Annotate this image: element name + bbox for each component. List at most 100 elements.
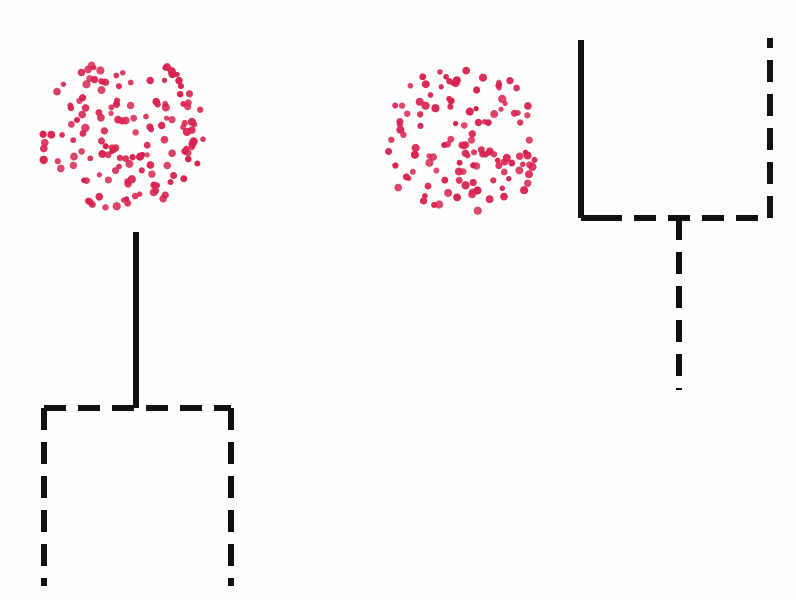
right-cluster-dot [486, 147, 494, 155]
right-cluster-dot [417, 123, 423, 129]
right-cluster-dot [425, 183, 432, 190]
right-cluster-dot [501, 169, 508, 176]
left-cluster-dot [55, 158, 61, 164]
left-cluster-dot [61, 82, 66, 87]
left-cluster-dot [163, 162, 171, 170]
left-cluster-dot [98, 86, 106, 94]
left-cluster-dot [168, 116, 175, 123]
right-cluster-dot [392, 162, 398, 168]
left-figure [39, 62, 231, 586]
left-cluster-dot [145, 152, 150, 157]
right-cluster-dot [460, 142, 468, 150]
right-cluster-dot [396, 126, 404, 134]
right-cluster-dot [461, 181, 469, 189]
left-cluster-dot [102, 204, 108, 210]
left-cluster-dot [113, 101, 120, 108]
left-cluster-dot [177, 91, 184, 98]
right-cluster-dot [448, 97, 455, 104]
right-cluster-dot [524, 102, 532, 110]
right-cluster-dot [470, 179, 477, 186]
left-cluster-dot [53, 88, 61, 96]
right-cluster-dot [396, 118, 403, 125]
right-cluster-dot [417, 111, 423, 117]
left-cluster-dot [87, 155, 93, 161]
right-cluster-dot [461, 122, 468, 129]
left-cluster-dot [113, 202, 121, 210]
left-cluster-dot [127, 102, 134, 109]
left-cluster-dot [175, 77, 183, 85]
right-figure [385, 38, 770, 390]
left-cluster-dot [39, 131, 46, 138]
left-cluster-dot [158, 122, 165, 129]
left-cluster-dot [144, 142, 151, 149]
right-cluster-dot [422, 193, 428, 199]
left-cluster-dot [188, 144, 194, 150]
right-cluster-dot [425, 159, 433, 167]
left-cluster-dot [98, 78, 104, 84]
left-cluster-dot [82, 80, 90, 88]
right-cluster-dot [498, 107, 503, 112]
left-cluster-dot [170, 172, 177, 179]
left-cluster-dot [153, 188, 159, 194]
right-cluster-dot [456, 177, 463, 184]
right-cluster-dot [457, 160, 463, 166]
left-cluster-dot [181, 148, 188, 155]
left-cluster-dot [98, 137, 105, 144]
right-cluster-dot [471, 149, 477, 155]
left-cluster-dot [83, 177, 90, 184]
right-cluster-dot [453, 193, 461, 201]
left-cluster-dot [81, 124, 89, 132]
left-cluster-dot [180, 124, 186, 130]
right-cluster-dot [515, 110, 521, 116]
right-cluster-dot [531, 157, 537, 163]
left-cluster-dot [116, 83, 122, 89]
left-cluster-dot [148, 170, 155, 177]
right-cluster-dot [468, 136, 475, 143]
right-cluster-dot [506, 77, 513, 84]
right-cluster-dot [404, 110, 411, 117]
left-cluster-dot [96, 66, 104, 74]
right-cluster-dot [513, 85, 520, 92]
right-cluster-dot [422, 80, 430, 88]
right-cluster-dot [443, 74, 449, 80]
left-cluster-dot [97, 172, 102, 177]
left-cluster-dot [163, 63, 171, 71]
right-cluster-dot [462, 67, 470, 75]
right-cluster-dot [419, 73, 426, 80]
right-cluster-dot [460, 168, 467, 175]
right-cluster-dot [524, 179, 531, 186]
left-cluster-dot [154, 101, 161, 108]
right-cluster-dot [525, 170, 533, 178]
right-cluster-dot [452, 79, 460, 87]
right-cluster-dot [502, 101, 507, 106]
right-cluster-dot [441, 177, 448, 184]
right-cluster-dot [486, 195, 494, 203]
right-dashed-bracket [600, 38, 770, 218]
left-cluster-dot [117, 155, 123, 161]
left-cluster-dot [129, 154, 135, 160]
right-cluster-dot [526, 161, 533, 168]
right-cluster-dot [473, 106, 478, 111]
right-cluster-dot [474, 207, 482, 215]
left-cluster-dot [67, 102, 73, 108]
right-cluster-dot [394, 184, 402, 192]
left-cluster-dot [139, 167, 145, 173]
right-cluster-dot [469, 130, 476, 137]
left-cluster-dot [70, 162, 77, 169]
left-cluster-dot [108, 111, 113, 116]
right-cluster-dot [437, 69, 443, 75]
right-cluster-dot [435, 200, 443, 208]
right-cluster-dot [447, 136, 454, 143]
left-cluster-dot [124, 196, 129, 201]
left-cluster-dot [194, 160, 200, 166]
left-cluster-dot [132, 129, 139, 136]
left-cluster-dot [70, 137, 76, 143]
right-cluster-dot [495, 162, 502, 169]
left-cluster-dot [137, 191, 143, 197]
left-cluster-dot [146, 77, 154, 85]
right-cluster-dot [462, 150, 469, 157]
left-cluster-dot [128, 175, 136, 183]
right-cluster-dot [495, 158, 501, 164]
right-cluster-dot [520, 186, 528, 194]
left-cluster-dot [91, 65, 96, 70]
